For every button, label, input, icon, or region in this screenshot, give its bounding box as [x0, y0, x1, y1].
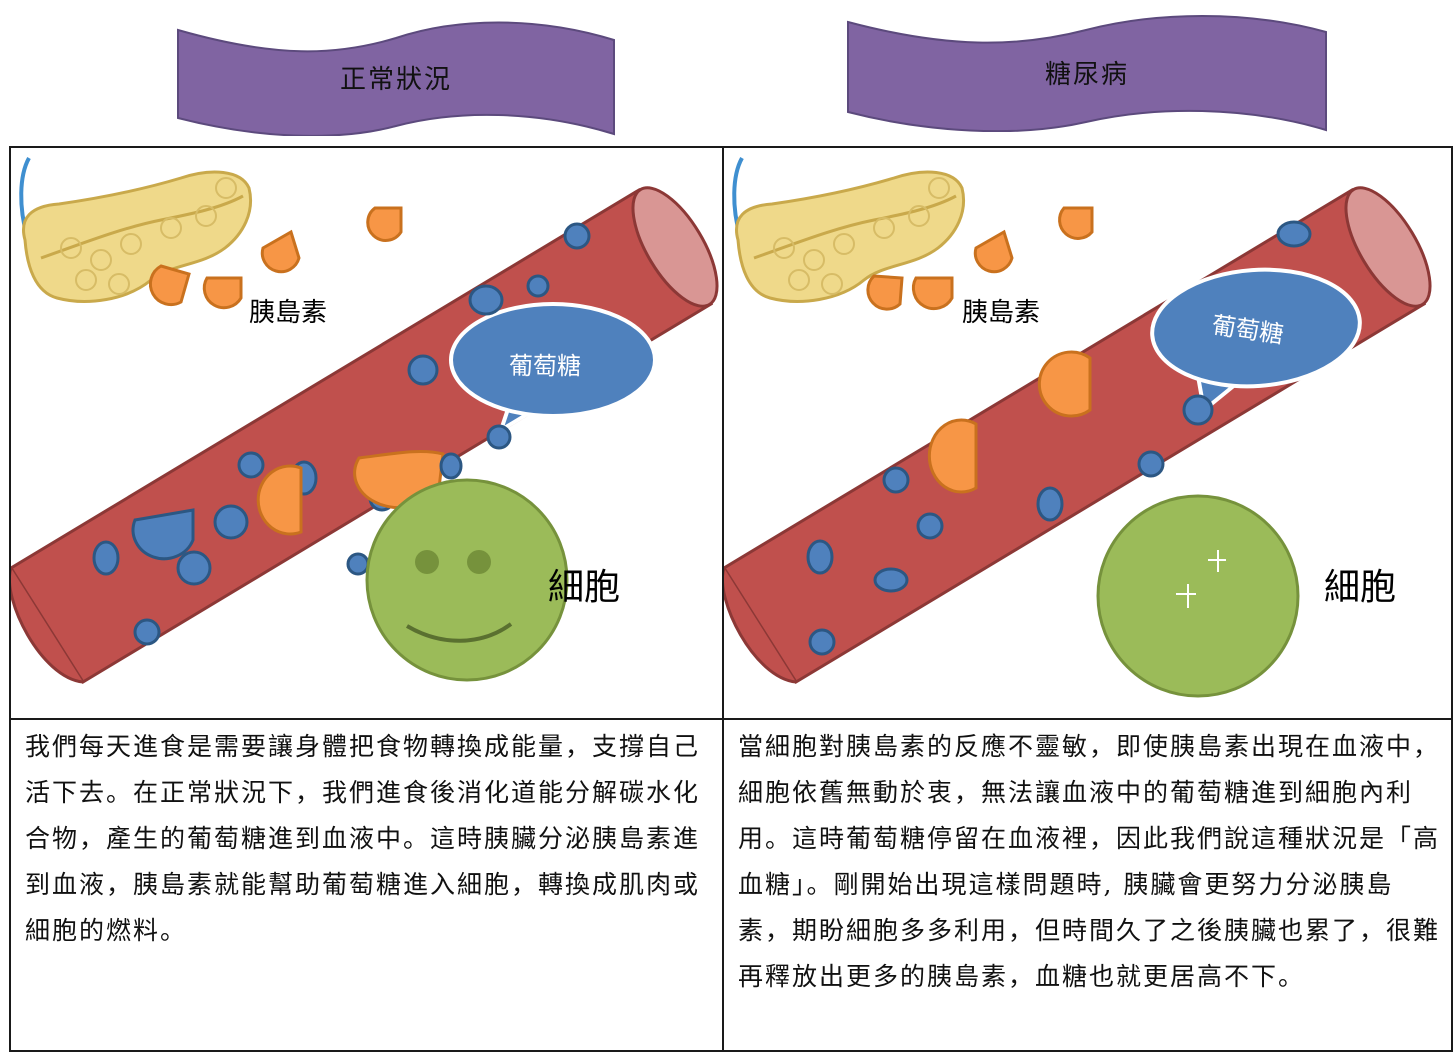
- label-cell: 細胞: [1324, 567, 1397, 608]
- table-divider-vertical: [722, 146, 724, 1052]
- glucose-molecule-icon: [882, 466, 910, 494]
- label-cell: 細胞: [548, 567, 621, 608]
- glucose-molecule-icon: [407, 354, 439, 386]
- glucose-molecule-icon: [237, 451, 265, 479]
- insulin-drop-icon: [202, 276, 243, 310]
- insulin-drop-icon: [911, 276, 954, 311]
- insulin-drop-icon: [866, 274, 904, 311]
- glucose-molecule-icon: [1182, 394, 1214, 426]
- pancreas-icon: [735, 170, 965, 303]
- diabetes-diagram: [721, 157, 1432, 698]
- table-frame: [9, 146, 1453, 1052]
- banner-diabetes: 糖尿病: [846, 12, 1328, 133]
- happy-cell-icon: [365, 478, 569, 682]
- glucose-molecule-icon: [486, 424, 512, 450]
- unresponsive-cell-icon: [1096, 494, 1300, 698]
- glucose-molecule-icon: [526, 274, 550, 298]
- insulin-drop-icon: [1058, 206, 1094, 240]
- ribbon-shape: [177, 21, 615, 137]
- glucose-molecule-icon: [808, 628, 836, 656]
- insulin-drop-icon: [366, 206, 403, 242]
- glucose-drop-icon: [131, 508, 195, 561]
- banner-normal: 正常狀況: [176, 18, 616, 137]
- insulin-drop-icon: [973, 229, 1014, 274]
- label-insulin: 胰島素: [962, 298, 1041, 328]
- glucose-molecule-icon: [213, 504, 249, 540]
- illustration-normal: 胰島素 葡萄糖 細胞: [8, 148, 722, 718]
- ribbon-shape: [847, 15, 1327, 133]
- glucose-molecule-icon: [1276, 220, 1312, 248]
- insulin-drop-icon: [260, 229, 301, 274]
- insulin-drop-icon: [927, 418, 978, 494]
- insulin-drop-icon: [1037, 350, 1092, 418]
- glucose-molecule-icon: [563, 222, 591, 250]
- glucose-molecule-icon: [133, 618, 161, 646]
- glucose-molecule-icon: [468, 284, 504, 316]
- description-normal: 我們每天進食是需要讓身體把食物轉換成能量，支撐自己活下去。在正常狀況下，我們進食…: [25, 732, 701, 945]
- insulin-drop-icon: [256, 464, 303, 536]
- pancreas-icon: [22, 170, 252, 303]
- label-glucose: 葡萄糖: [509, 352, 581, 380]
- glucose-molecule-icon: [1137, 450, 1165, 478]
- glucose-molecule-icon: [873, 567, 909, 593]
- glucose-molecule-icon: [176, 550, 212, 586]
- glucose-molecule-icon: [916, 512, 944, 540]
- table-divider-horizontal: [9, 718, 1453, 720]
- glucose-molecule-icon: [1036, 486, 1064, 522]
- glucose-molecule-icon: [806, 539, 834, 575]
- insulin-drop-icon: [148, 264, 191, 307]
- banner-title-normal: 正常狀況: [339, 64, 452, 95]
- glucose-molecule-icon: [439, 452, 463, 480]
- glucose-molecule-icon: [346, 552, 370, 576]
- banner-title-diabetes: 糖尿病: [1044, 59, 1129, 90]
- glucose-molecule-icon: [92, 540, 120, 576]
- normal-diagram: [8, 157, 719, 685]
- illustration-diabetes: 胰島素 葡萄糖 細胞: [721, 148, 1452, 718]
- description-diabetes: 當細胞對胰島素的反應不靈敏，即使胰島素出現在血液中，細胞依舊無動於衷，無法讓血液…: [738, 732, 1441, 991]
- label-insulin: 胰島素: [249, 298, 328, 328]
